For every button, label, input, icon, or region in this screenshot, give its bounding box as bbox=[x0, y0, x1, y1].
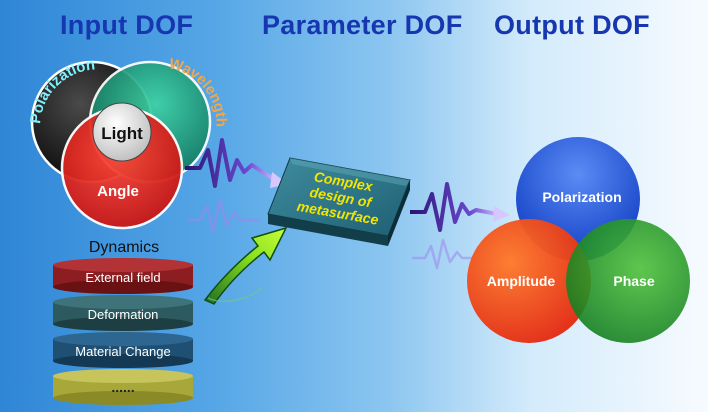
dynamics-stack bbox=[53, 258, 193, 405]
output-wave bbox=[410, 182, 510, 270]
output-dof-venn bbox=[467, 137, 690, 343]
angle-label: Angle bbox=[97, 183, 139, 200]
input-wave bbox=[185, 138, 288, 234]
parameter-dof-heading: Parameter DOF bbox=[262, 10, 463, 40]
cylinder-external-field bbox=[53, 258, 193, 294]
cylinder-more bbox=[53, 369, 193, 405]
dynamics-arrow bbox=[203, 226, 288, 305]
output-dof-heading: Output DOF bbox=[494, 10, 650, 40]
output-amplitude-label: Amplitude bbox=[487, 273, 556, 289]
cylinder-deformation bbox=[53, 295, 193, 331]
cylinder-material-change bbox=[53, 332, 193, 368]
metasurface-plate bbox=[267, 157, 411, 246]
dynamics-title: Dynamics bbox=[89, 239, 159, 256]
dynamics-item-deformation: Deformation bbox=[88, 307, 159, 322]
input-dof-venn bbox=[30, 60, 212, 230]
light-label: Light bbox=[101, 124, 143, 143]
output-amplitude-circle bbox=[467, 219, 591, 343]
input-dof-heading: Input DOF bbox=[60, 10, 194, 40]
output-phase-label: Phase bbox=[613, 273, 654, 289]
dynamics-item-more: ...... bbox=[111, 379, 134, 395]
output-phase-circle bbox=[566, 219, 690, 343]
output-polarization-label: Polarization bbox=[542, 189, 621, 205]
light-circle bbox=[92, 102, 152, 162]
dynamics-item-external-field: External field bbox=[85, 270, 160, 285]
dynamics-item-material-change: Material Change bbox=[75, 344, 170, 359]
